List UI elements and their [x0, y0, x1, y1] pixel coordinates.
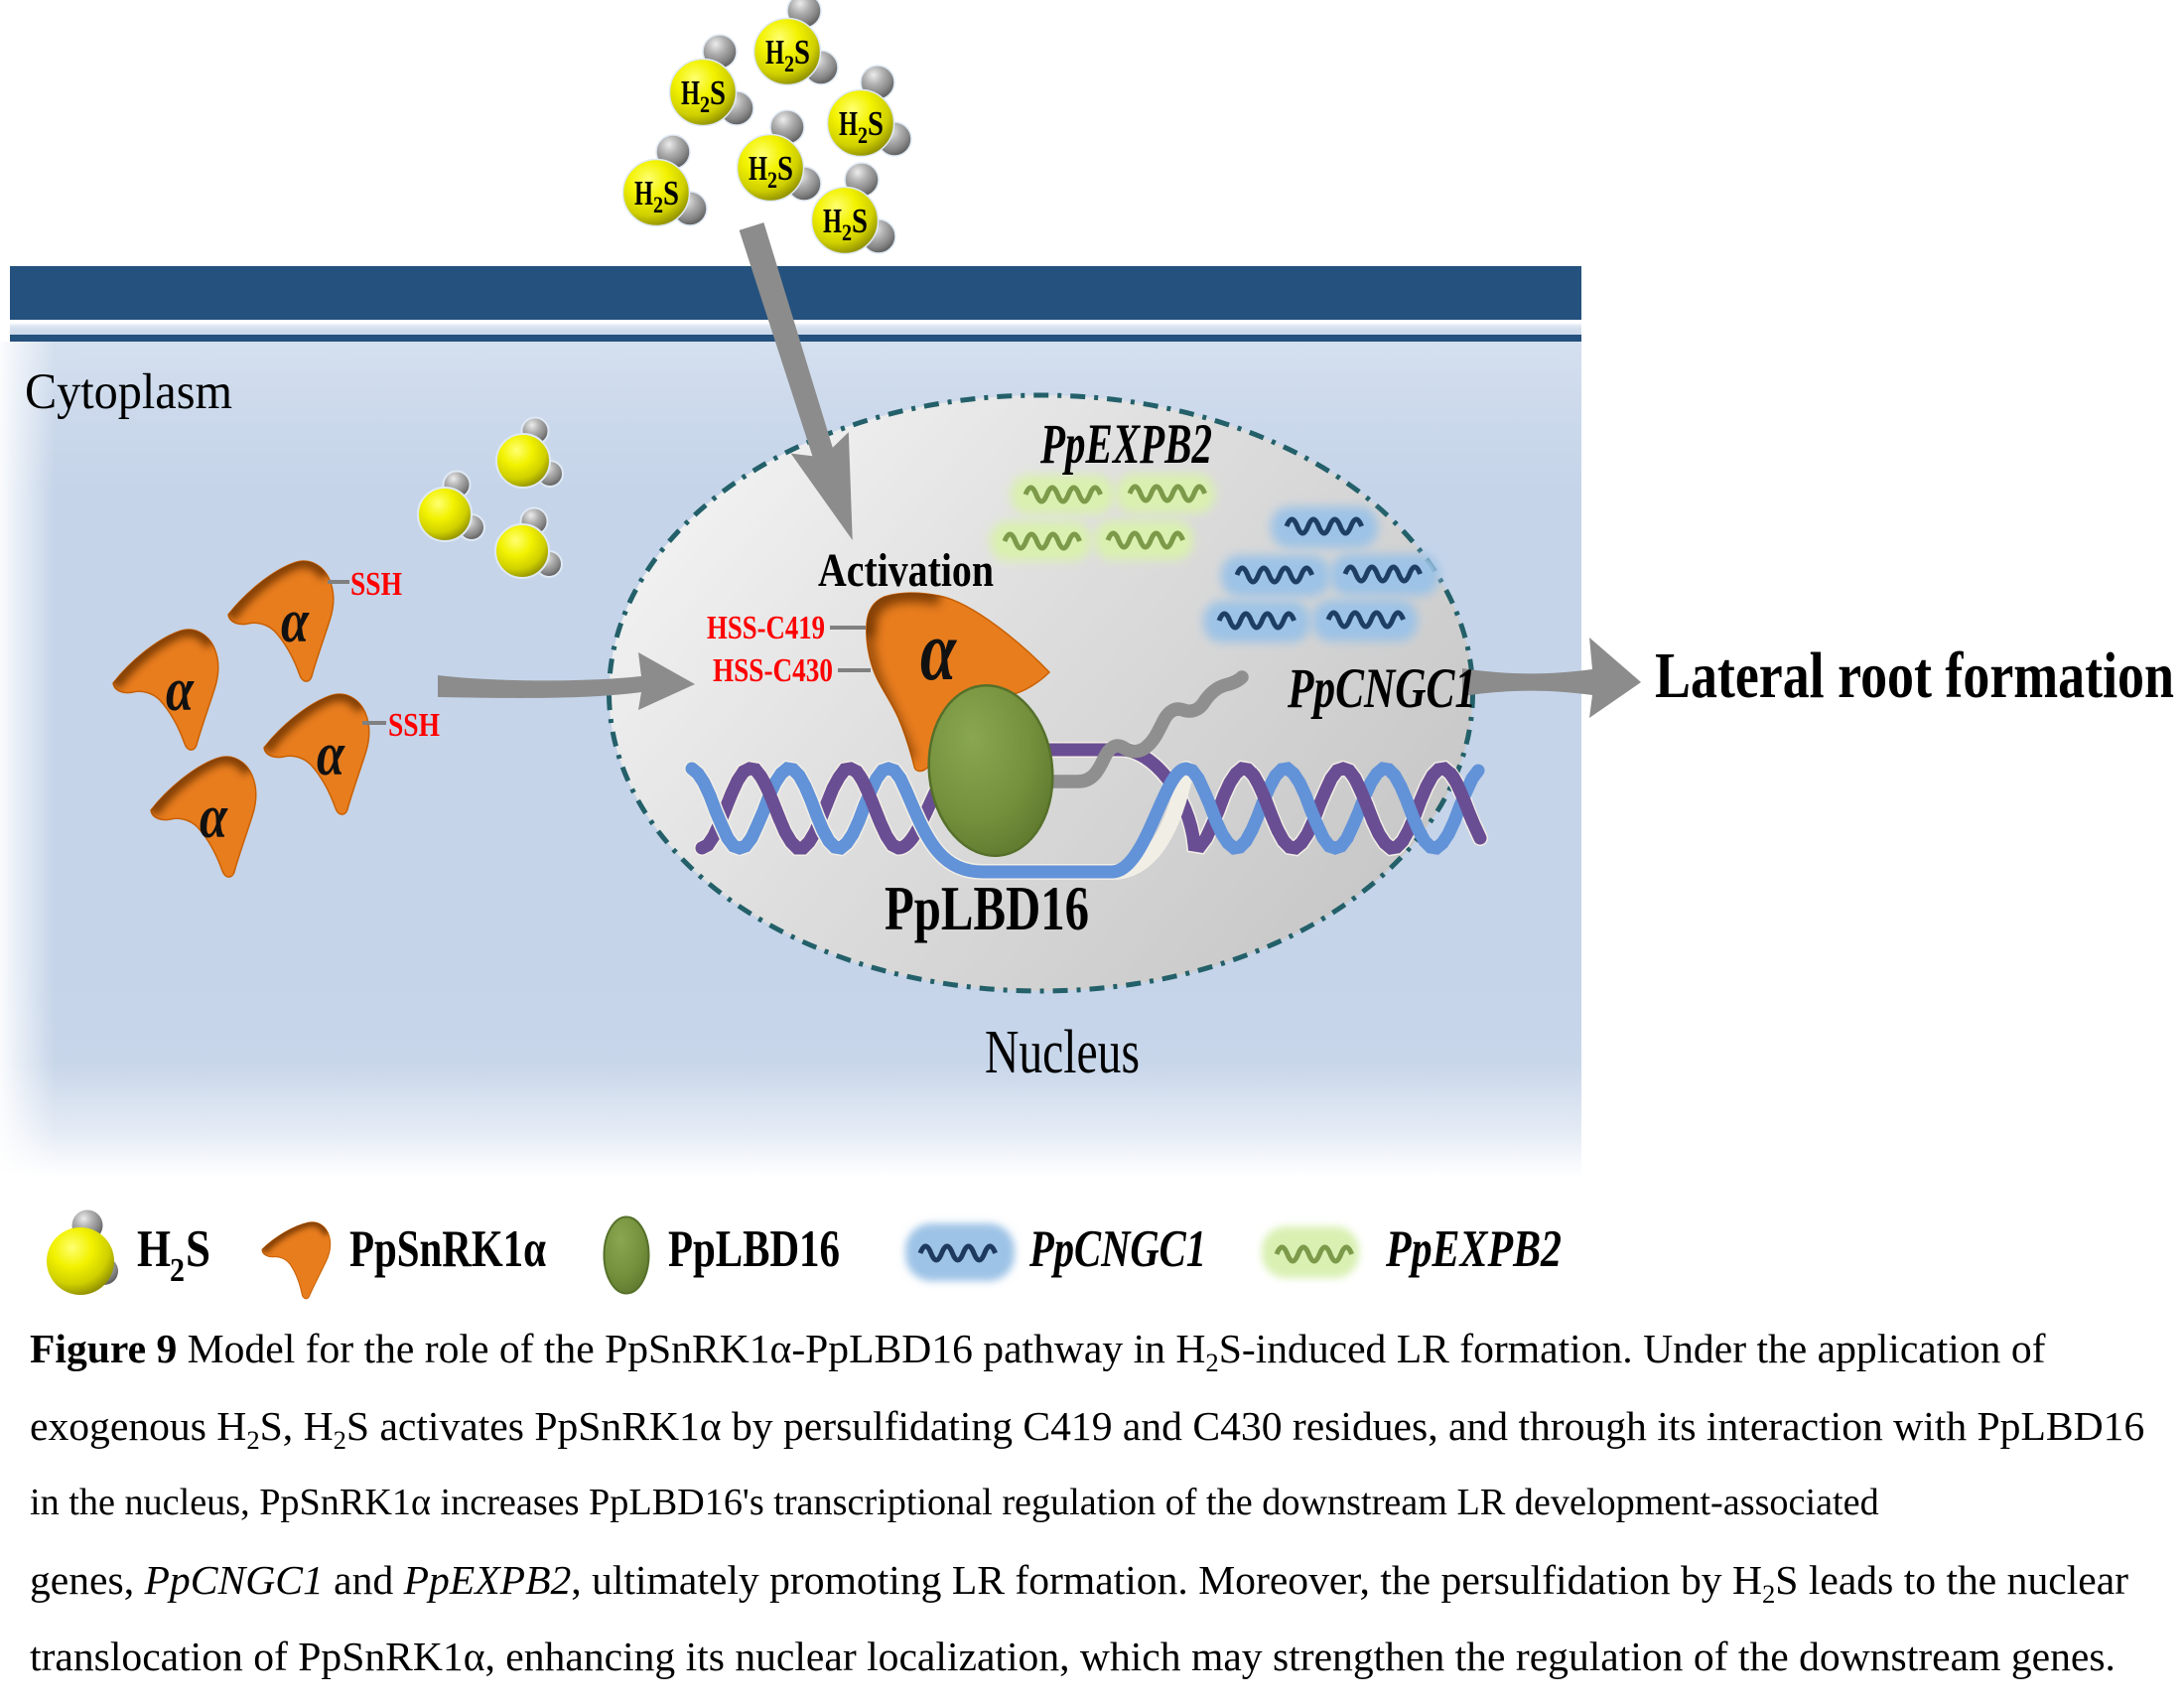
svg-text:Cytoplasm: Cytoplasm — [25, 364, 232, 420]
svg-text:α: α — [166, 656, 195, 724]
svg-text:H: H — [137, 1220, 171, 1278]
svg-text:α: α — [200, 783, 228, 851]
svg-text:2: 2 — [170, 1252, 185, 1289]
svg-text:HSS-C430: HSS-C430 — [713, 652, 833, 689]
svg-text:PpCNGC1: PpCNGC1 — [1287, 657, 1476, 720]
svg-text:HSS-C419: HSS-C419 — [707, 610, 825, 646]
svg-text:Lateral root formation: Lateral root formation — [1655, 640, 2174, 712]
svg-text:SSH: SSH — [388, 707, 440, 744]
svg-text:α: α — [281, 588, 310, 655]
svg-text:S: S — [186, 1220, 210, 1278]
svg-text:α: α — [920, 603, 957, 698]
svg-text:PpEXPB2: PpEXPB2 — [1385, 1220, 1562, 1278]
svg-text:α: α — [317, 721, 345, 788]
svg-text:PpEXPB2: PpEXPB2 — [1039, 413, 1212, 476]
svg-text:PpCNGC1: PpCNGC1 — [1028, 1220, 1206, 1278]
svg-text:PpSnRK1α: PpSnRK1α — [349, 1220, 546, 1278]
svg-text:PpLBD16: PpLBD16 — [885, 873, 1089, 943]
svg-text:Nucleus: Nucleus — [985, 1019, 1140, 1086]
svg-text:PpLBD16: PpLBD16 — [668, 1220, 840, 1278]
svg-text:SSH: SSH — [350, 566, 402, 603]
svg-text:Activation: Activation — [818, 544, 994, 597]
